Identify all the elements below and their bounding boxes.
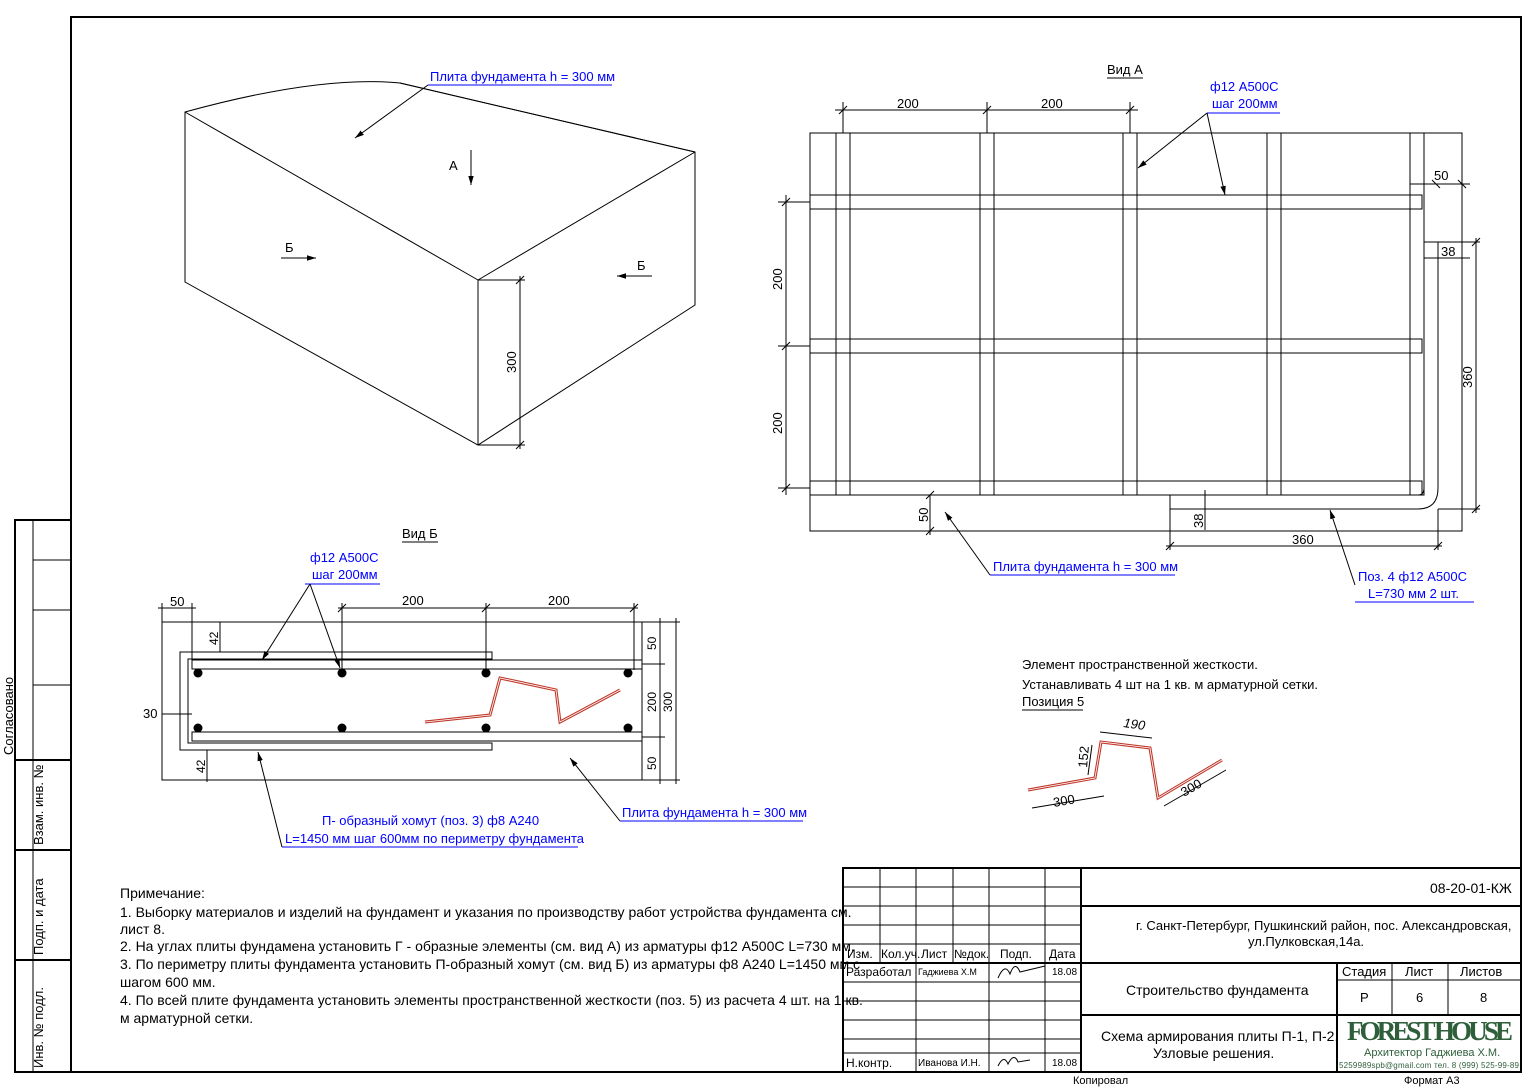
stamp-h-koluch: Кол.уч. [881, 947, 920, 961]
view-a-dim-38-bottom: 38 [1191, 514, 1206, 528]
note-1a: 1. Выборку материалов и изделий на фунда… [120, 904, 851, 920]
view-b-dim-42-bottom: 42 [194, 759, 208, 773]
stamp-project: Строительство фундамента [1126, 982, 1309, 998]
pos5-dim-300-left: 300 [1052, 791, 1076, 810]
stamp-code: 08-20-01-КЖ [1430, 880, 1512, 896]
stamp-h-list: Лист [921, 947, 948, 961]
view-b: Вид Б 50 200 200 42 [143, 526, 807, 848]
stamp-h-podp: Подп. [1000, 947, 1032, 961]
view-a-dim-left-2: 200 [770, 412, 785, 434]
view-a-dim-360-right: 360 [1460, 366, 1475, 388]
view-a-rebar-label-2: шаг 200мм [1212, 96, 1278, 111]
note-1b: лист 8. [120, 921, 165, 937]
signature-nkontr [997, 1057, 1031, 1067]
note-4a: 4. По всей плите фундамента установить э… [120, 992, 863, 1008]
stamp-h-ndok: №док. [954, 947, 989, 961]
stamp-v-list: 6 [1416, 990, 1423, 1005]
note-3a: 3. По периметру плиты фундамента установ… [120, 956, 860, 972]
view-a-dim-50-bottom: 50 [916, 508, 931, 522]
title-block: 08-20-01-КЖ г. Санкт-Петербург, Пушкинск… [842, 867, 1522, 1087]
view-a-dim-left-1: 200 [770, 268, 785, 290]
view-a-title: Вид А [1107, 62, 1143, 77]
stamp-h-data: Дата [1049, 947, 1076, 961]
stamp-nkontr: Н.контр. [846, 1056, 892, 1070]
note-4b: м арматурной сетки. [120, 1010, 253, 1026]
view-a-slab-label: Плита фундамента h = 300 мм [993, 559, 1178, 574]
view-b-dim-50-r2: 50 [645, 756, 659, 770]
view-b-dim-42-top: 42 [207, 631, 221, 645]
stamp-h-izm: Изм. [847, 947, 873, 961]
iso-view-b-left: Б [285, 240, 294, 255]
view-b-dim-200-b: 200 [548, 593, 570, 608]
signature-razrab [997, 965, 1046, 979]
view-b-clamp-label-2: L=1450 мм шаг 600мм по периметру фундаме… [285, 831, 585, 846]
view-a-rebar-label-1: ф12 А500С [1210, 79, 1279, 94]
iso-slab-label: Плита фундамента h = 300 мм [430, 69, 615, 84]
stamp-contact: 5259989spb@gmail.com тел. 8 (999) 525-99… [1339, 1061, 1520, 1070]
view-b-rebar-label-1: ф12 А500С [310, 550, 379, 565]
view-b-slab-label: Плита фундамента h = 300 мм [622, 805, 807, 820]
side-inv-podl: Инв. № подл. [31, 987, 46, 1068]
stamp-razrab-name: Гаджиева Х.М [918, 967, 977, 977]
view-b-dim-30-left: 30 [143, 706, 157, 721]
iso-height-dim: 300 [504, 351, 519, 373]
stamp-architect: Архитектор Гаджиева Х.М. [1364, 1047, 1500, 1059]
logo-forest-house: FOREST HOUSE [1347, 1016, 1513, 1046]
stamp-h-stadia: Стадия [1342, 964, 1386, 979]
notes: Примечание: 1. Выборку материалов и изде… [120, 885, 863, 1026]
view-a-dim-top-2: 200 [1041, 96, 1063, 111]
view-a-dim-360-bottom: 360 [1292, 532, 1314, 547]
view-a-pos4-label-2: L=730 мм 2 шт. [1368, 586, 1459, 601]
view-a-dim-top-1: 200 [897, 96, 919, 111]
stamp-h-listov: Листов [1460, 964, 1502, 979]
stamp-razrab-date: 18.08 [1052, 967, 1077, 978]
stamp-address-1: г. Санкт-Петербург, Пушкинский район, по… [1136, 918, 1511, 933]
pos5-dim-152: 152 [1075, 745, 1092, 768]
stamp-kopiroval: Копировал [1073, 1075, 1128, 1087]
view-b-dim-200-a: 200 [402, 593, 424, 608]
stamp-sheet-title-1: Схема армирования плиты П-1, П-2. [1101, 1028, 1338, 1044]
view-b-dim-300-r: 300 [661, 692, 675, 712]
stamp-nkontr-name: Иванова И.Н. [918, 1058, 981, 1069]
view-b-dim-200-r: 200 [645, 692, 659, 712]
stamp-h-list2: Лист [1405, 964, 1433, 979]
note-2: 2. На углах плиты фундамена установить Г… [120, 938, 855, 954]
view-b-title: Вид Б [402, 526, 438, 541]
view-b-rebar-label-2: шаг 200мм [312, 567, 378, 582]
stamp-v-stadia: Р [1360, 990, 1369, 1005]
side-soglasovano: Согласовано [1, 677, 16, 755]
view-b-dim-50-top: 50 [170, 594, 184, 609]
stamp-address-2: ул.Пулковская,14а. [1248, 934, 1364, 949]
pos5-line2: Устанавливать 4 шт на 1 кв. м арматурной… [1022, 677, 1318, 692]
iso-slab: 300 Плита фундамента h = 300 мм А Б Б [184, 69, 696, 450]
pos5-line1: Элемент пространственной жесткости. [1022, 657, 1258, 672]
side-vzam: Взам. инв. № [31, 764, 46, 845]
pos5-detail: Элемент пространственной жесткости. Уста… [1022, 657, 1318, 810]
stamp-sheet-title-2: Узловые решения. [1153, 1045, 1274, 1061]
side-podp-data: Подп. и дата [31, 878, 46, 955]
view-a-dim-50-right: 50 [1434, 168, 1448, 183]
pos5-dim-190: 190 [1123, 715, 1147, 733]
stamp-format: Формат А3 [1404, 1075, 1460, 1087]
iso-view-a: А [449, 158, 458, 173]
view-a-dim-38-right: 38 [1441, 244, 1455, 259]
view-a: Вид А 200 200 200 200 [770, 62, 1481, 603]
stamp-razrab: Разработал [846, 965, 911, 979]
view-b-clamp-label-1: П- образный хомут (поз. 3) ф8 А240 [322, 813, 539, 828]
note-3b: шагом 600 мм. [120, 974, 216, 990]
notes-title: Примечание: [120, 885, 205, 901]
view-b-dim-50-r1: 50 [645, 636, 659, 650]
stamp-nkontr-date: 18.08 [1052, 1058, 1077, 1069]
view-a-pos4-label-1: Поз. 4 ф12 А500С [1358, 569, 1467, 584]
stamp-v-listov: 8 [1480, 990, 1487, 1005]
side-stamp: Согласовано Взам. инв. № Подп. и дата Ин… [1, 519, 72, 1073]
pos5-line3: Позиция 5 [1022, 694, 1084, 709]
iso-view-b-right: Б [637, 258, 646, 273]
